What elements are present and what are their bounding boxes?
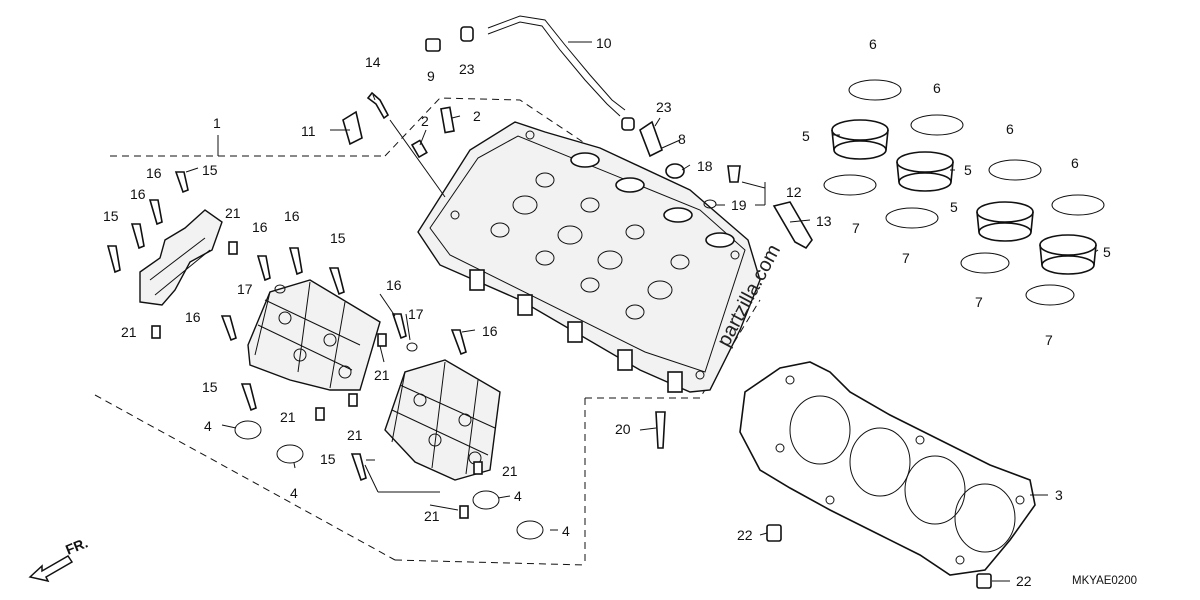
- callout-15[interactable]: 15: [103, 208, 119, 224]
- cylinder-head[interactable]: [417, 121, 761, 393]
- callout-6[interactable]: 6: [933, 80, 941, 96]
- callout-4[interactable]: 4: [204, 418, 212, 434]
- assembly-boundaries: [94, 97, 761, 566]
- callout-16[interactable]: 16: [386, 277, 402, 293]
- callout-14[interactable]: 14: [365, 54, 381, 70]
- callout-5[interactable]: 5: [1103, 244, 1111, 260]
- insulators[interactable]: [831, 119, 1097, 275]
- callout-16[interactable]: 16: [146, 165, 162, 181]
- callout-7[interactable]: 7: [975, 294, 983, 310]
- callout-15[interactable]: 15: [320, 451, 336, 467]
- callout-4[interactable]: 4: [290, 485, 298, 501]
- callout-11[interactable]: 11: [301, 123, 316, 139]
- callout-10[interactable]: 10: [596, 35, 612, 51]
- leader-lines: [185, 41, 1099, 582]
- callout-17[interactable]: 17: [237, 281, 253, 297]
- callout-7[interactable]: 7: [1045, 332, 1053, 348]
- front-label: FR.: [63, 534, 90, 557]
- camshaft-holder-left[interactable]: [247, 279, 381, 391]
- callout-21[interactable]: 21: [374, 367, 390, 383]
- clamps[interactable]: [823, 79, 1105, 306]
- callout-21[interactable]: 21: [121, 324, 137, 340]
- callout-21[interactable]: 21: [347, 427, 363, 443]
- callout-6[interactable]: 6: [1071, 155, 1079, 171]
- callout-23[interactable]: 23: [656, 99, 672, 115]
- cylinder-head-gasket[interactable]: [739, 361, 1036, 576]
- callout-7[interactable]: 7: [902, 250, 910, 266]
- callout-16[interactable]: 16: [284, 208, 300, 224]
- callout-1[interactable]: 1: [213, 115, 221, 131]
- callout-4[interactable]: 4: [514, 488, 522, 504]
- callout-15[interactable]: 15: [202, 379, 218, 395]
- callout-16[interactable]: 16: [482, 323, 498, 339]
- callout-15[interactable]: 15: [202, 162, 218, 178]
- callout-2[interactable]: 2: [421, 113, 429, 129]
- callout-3[interactable]: 3: [1055, 487, 1063, 503]
- callout-5[interactable]: 5: [950, 199, 958, 215]
- callout-17[interactable]: 17: [408, 306, 424, 322]
- callout-6[interactable]: 6: [869, 36, 877, 52]
- front-arrow-icon: [28, 554, 74, 583]
- callout-labels: 1 2 2 3 4 4 4 4 5 5 5 5 6 6 6 6 7 7 7 7 …: [103, 35, 1111, 589]
- small-hardware[interactable]: [106, 15, 992, 589]
- callout-16[interactable]: 16: [185, 309, 201, 325]
- callout-5[interactable]: 5: [964, 162, 972, 178]
- callout-16[interactable]: 16: [130, 186, 146, 202]
- callout-21[interactable]: 21: [225, 205, 241, 221]
- callout-21[interactable]: 21: [502, 463, 518, 479]
- callout-16[interactable]: 16: [252, 219, 268, 235]
- callout-20[interactable]: 20: [615, 421, 631, 437]
- camshaft-holder-right[interactable]: [384, 359, 501, 481]
- drawing-code: MKYAE0200: [1072, 575, 1137, 587]
- callout-5[interactable]: 5: [802, 128, 810, 144]
- callout-9[interactable]: 9: [427, 68, 435, 84]
- front-direction-indicator: FR.: [28, 534, 90, 583]
- callout-12[interactable]: 12: [786, 184, 802, 200]
- callout-21[interactable]: 21: [280, 409, 296, 425]
- callout-2[interactable]: 2: [473, 108, 481, 124]
- callout-13[interactable]: 13: [816, 213, 832, 229]
- callout-22[interactable]: 22: [737, 527, 753, 543]
- callout-6[interactable]: 6: [1006, 121, 1014, 137]
- callout-4[interactable]: 4: [562, 523, 570, 539]
- callout-8[interactable]: 8: [678, 131, 686, 147]
- callout-15[interactable]: 15: [330, 230, 346, 246]
- callout-23[interactable]: 23: [459, 61, 475, 77]
- callout-19[interactable]: 19: [731, 197, 747, 213]
- callout-21[interactable]: 21: [424, 508, 440, 524]
- callout-7[interactable]: 7: [852, 220, 860, 236]
- callout-22[interactable]: 22: [1016, 573, 1032, 589]
- cam-chain-tensioner-holder[interactable]: [139, 209, 223, 306]
- callout-18[interactable]: 18: [697, 158, 713, 174]
